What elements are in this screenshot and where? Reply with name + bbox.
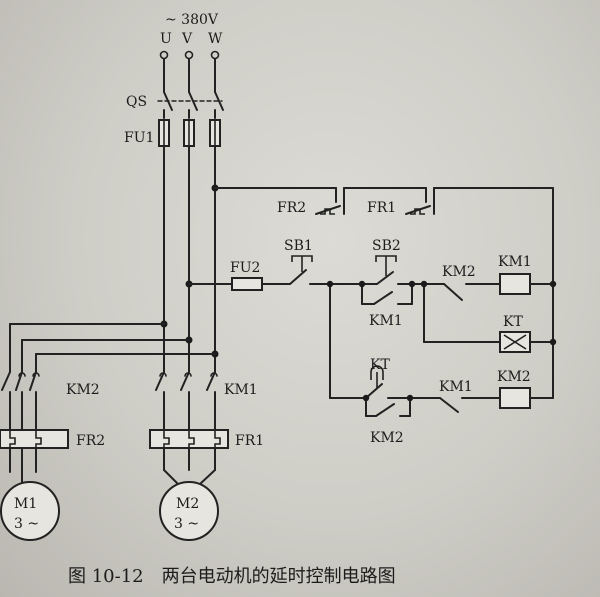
fr2-main-label: FR2 — [76, 433, 105, 449]
supply-terminals — [159, 50, 220, 60]
qs-label: QS — [126, 94, 147, 110]
km2-interlock-label: KM2 — [442, 264, 476, 280]
km1-seal-label: KM1 — [369, 313, 403, 329]
km1-main-contacts — [155, 371, 218, 431]
fr2-contact-label: FR2 — [277, 200, 306, 216]
kt-coil-label: KT — [503, 314, 523, 330]
km2-main-contacts — [1, 371, 40, 431]
overload-contact-marks — [320, 208, 425, 215]
km2-main-label: KM2 — [66, 382, 100, 398]
main-lines-lower — [163, 145, 216, 373]
km2-coil-rung — [329, 283, 554, 417]
kt-coil-rung — [423, 283, 554, 343]
m1-name: M1 — [14, 496, 37, 512]
m2-name: M2 — [176, 496, 199, 512]
fr2-thermal-relay — [0, 429, 69, 449]
m2-motor — [159, 481, 219, 541]
phase-w-label: W — [208, 31, 223, 47]
control-junction-dots — [326, 280, 557, 402]
km1-main-label: KM1 — [224, 382, 258, 398]
m1-feeder-lines — [9, 323, 216, 373]
sb1-label: SB1 — [284, 238, 313, 254]
km2-seal-label: KM2 — [370, 430, 404, 446]
supply-voltage-label: ~ 380V — [165, 12, 219, 28]
m1-motor — [0, 481, 60, 541]
kt-timed-contact-mark — [370, 365, 384, 388]
qs-switch — [157, 91, 224, 119]
m1-phase: 3 ~ — [14, 516, 39, 532]
phase-v-label: V — [181, 31, 193, 47]
km2-coil-label: KM2 — [497, 369, 531, 385]
control-rung-main — [188, 269, 554, 301]
km1-coil-label: KM1 — [498, 254, 532, 270]
sb2-start-button — [375, 255, 397, 276]
km1-coil — [499, 273, 531, 295]
km1-seal-in-contact — [361, 283, 413, 305]
m2-leads — [163, 447, 216, 485]
phase-u-label: U — [160, 31, 172, 47]
fu2-label: FU2 — [230, 260, 260, 276]
sb1-stop-button — [291, 255, 313, 272]
fr1-contact-label: FR1 — [367, 200, 396, 216]
kt-coil — [499, 331, 531, 353]
main-power-lines — [163, 58, 216, 93]
m2-phase: 3 ~ — [174, 516, 199, 532]
kt-contact-label: KT — [370, 357, 390, 373]
km1-interlock-label: KM1 — [439, 379, 473, 395]
figure-caption: 图 10-12 两台电动机的延时控制电路图 — [68, 566, 396, 587]
fr1-thermal-relay — [149, 429, 229, 449]
fu1-fuses — [158, 119, 221, 147]
fu2-fuse — [231, 277, 263, 291]
m1-leads — [9, 447, 37, 483]
fr1-main-label: FR1 — [235, 433, 264, 449]
km2-coil — [499, 387, 531, 409]
fu1-label: FU1 — [124, 130, 154, 146]
sb2-label: SB2 — [372, 238, 401, 254]
overload-rung — [214, 187, 554, 399]
